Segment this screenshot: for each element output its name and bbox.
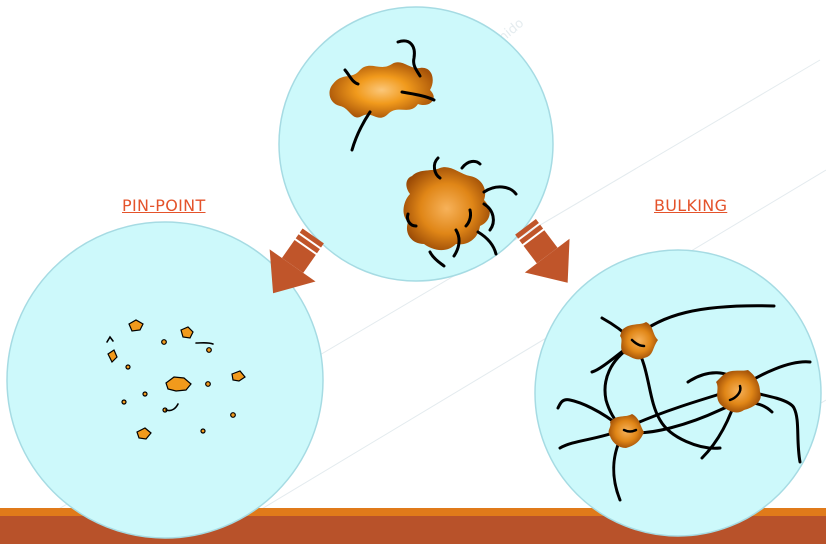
bulking-label: BULKING — [654, 196, 727, 215]
pin-point-label: PIN-POINT — [122, 196, 206, 215]
top-circle — [279, 7, 553, 281]
bulking-circle — [535, 250, 821, 536]
